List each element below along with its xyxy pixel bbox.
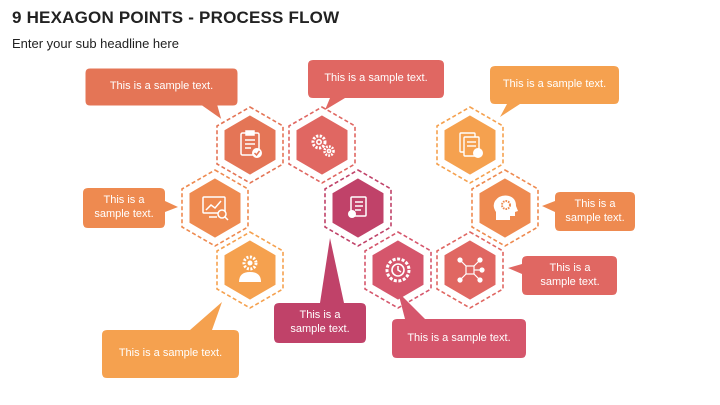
callout-7-text: This is a sample text. [118,347,223,360]
page-subtitle: Enter your sub headline here [12,36,179,51]
callout-6-text: This is a sample text. [540,261,600,288]
gears-icon [311,134,335,157]
callout-5-text: This is a sample text. [565,197,625,224]
document-list-icon [348,196,367,218]
checklist-hexagon [216,106,284,184]
network-hexagon [436,231,504,309]
callout-4 [83,188,178,228]
callout-2-text: This is a sample text. [324,72,428,85]
user-gear-icon [239,255,261,282]
head-gear-hexagon [471,169,539,247]
callout-1 [84,67,239,122]
callout-3 [490,66,619,117]
callout-6 [508,256,617,295]
callout-8-text: This is a sample text. [290,309,350,335]
chart-analysis-hexagon [181,169,249,247]
documents-money-icon [459,132,483,158]
gears-hexagon [288,106,356,184]
page-title: 9 HEXAGON POINTS - PROCESS FLOW [12,8,340,27]
clock-gear-hexagon [364,231,432,309]
callout-5 [542,192,635,231]
chart-magnifier-icon [202,196,229,221]
callout-3-text: This is a sample text. [502,78,607,91]
documents-money-hexagon [436,106,504,184]
head-gear-icon [493,195,518,220]
callout-7 [102,302,239,378]
callout-4-text: This is a sample text. [94,194,154,220]
clipboard-check-icon [240,130,262,158]
callout-8 [274,238,366,343]
callout-2 [308,60,444,110]
callout-1-text: This is a sample text. [109,80,214,93]
callout-9 [392,292,526,358]
callout-9-text: This is a sample text. [407,331,511,344]
document-hexagon [324,169,392,247]
network-nodes-icon [457,257,485,283]
clock-gear-icon [385,257,411,283]
user-gear-hexagon [216,231,284,309]
